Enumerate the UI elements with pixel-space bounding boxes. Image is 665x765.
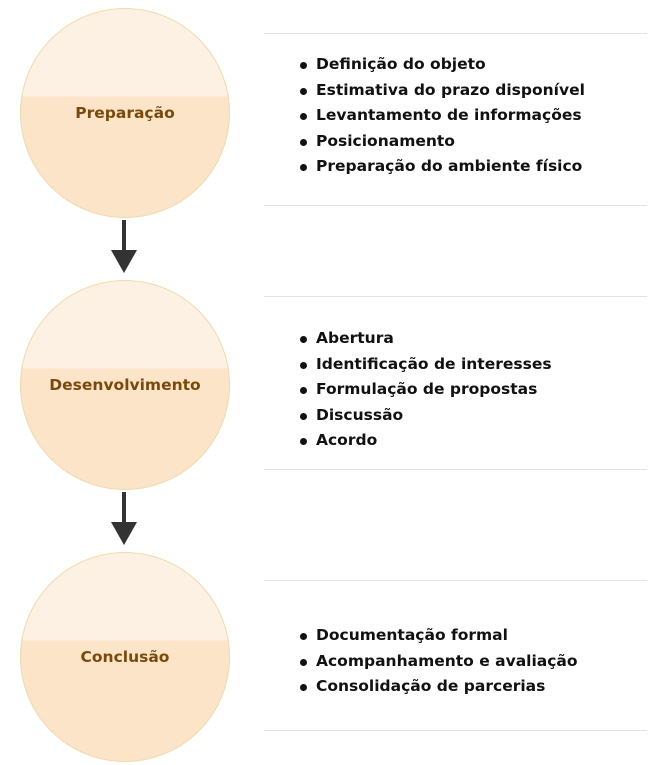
list-item: Acompanhamento e avaliação [300, 649, 578, 675]
list-item: Acordo [300, 428, 552, 454]
list-item: Definição do objeto [300, 52, 585, 78]
list-item: Estimativa do prazo disponível [300, 78, 585, 104]
list-item: Consolidação de parcerias [300, 674, 578, 700]
stage-label: Desenvolvimento [49, 376, 201, 394]
list-item: Preparação do ambiente físico [300, 154, 585, 180]
stage-item-list: Documentação formal Acompanhamento e ava… [300, 623, 578, 700]
stage-item-list: Definição do objeto Estimativa do prazo … [300, 52, 585, 180]
stage-panel-preparacao: Definição do objeto Estimativa do prazo … [264, 33, 647, 206]
list-item: Abertura [300, 326, 552, 352]
stage-circle-desenvolvimento: Desenvolvimento [20, 280, 230, 490]
down-arrow-icon [109, 220, 139, 274]
stage-label: Conclusão [80, 648, 170, 666]
list-item: Formulação de propostas [300, 377, 552, 403]
stage-circle-preparacao: Preparação [20, 8, 230, 218]
list-item: Identificação de interesses [300, 352, 552, 378]
stage-label: Preparação [75, 104, 175, 122]
list-item: Documentação formal [300, 623, 578, 649]
stage-panel-conclusao: Documentação formal Acompanhamento e ava… [264, 580, 647, 731]
down-arrow-icon [109, 492, 139, 546]
stage-panel-desenvolvimento: Abertura Identificação de interesses For… [264, 296, 647, 470]
stage-circle-conclusao: Conclusão [20, 552, 230, 762]
list-item: Discussão [300, 403, 552, 429]
list-item: Levantamento de informações [300, 103, 585, 129]
list-item: Posicionamento [300, 129, 585, 155]
stage-item-list: Abertura Identificação de interesses For… [300, 326, 552, 454]
